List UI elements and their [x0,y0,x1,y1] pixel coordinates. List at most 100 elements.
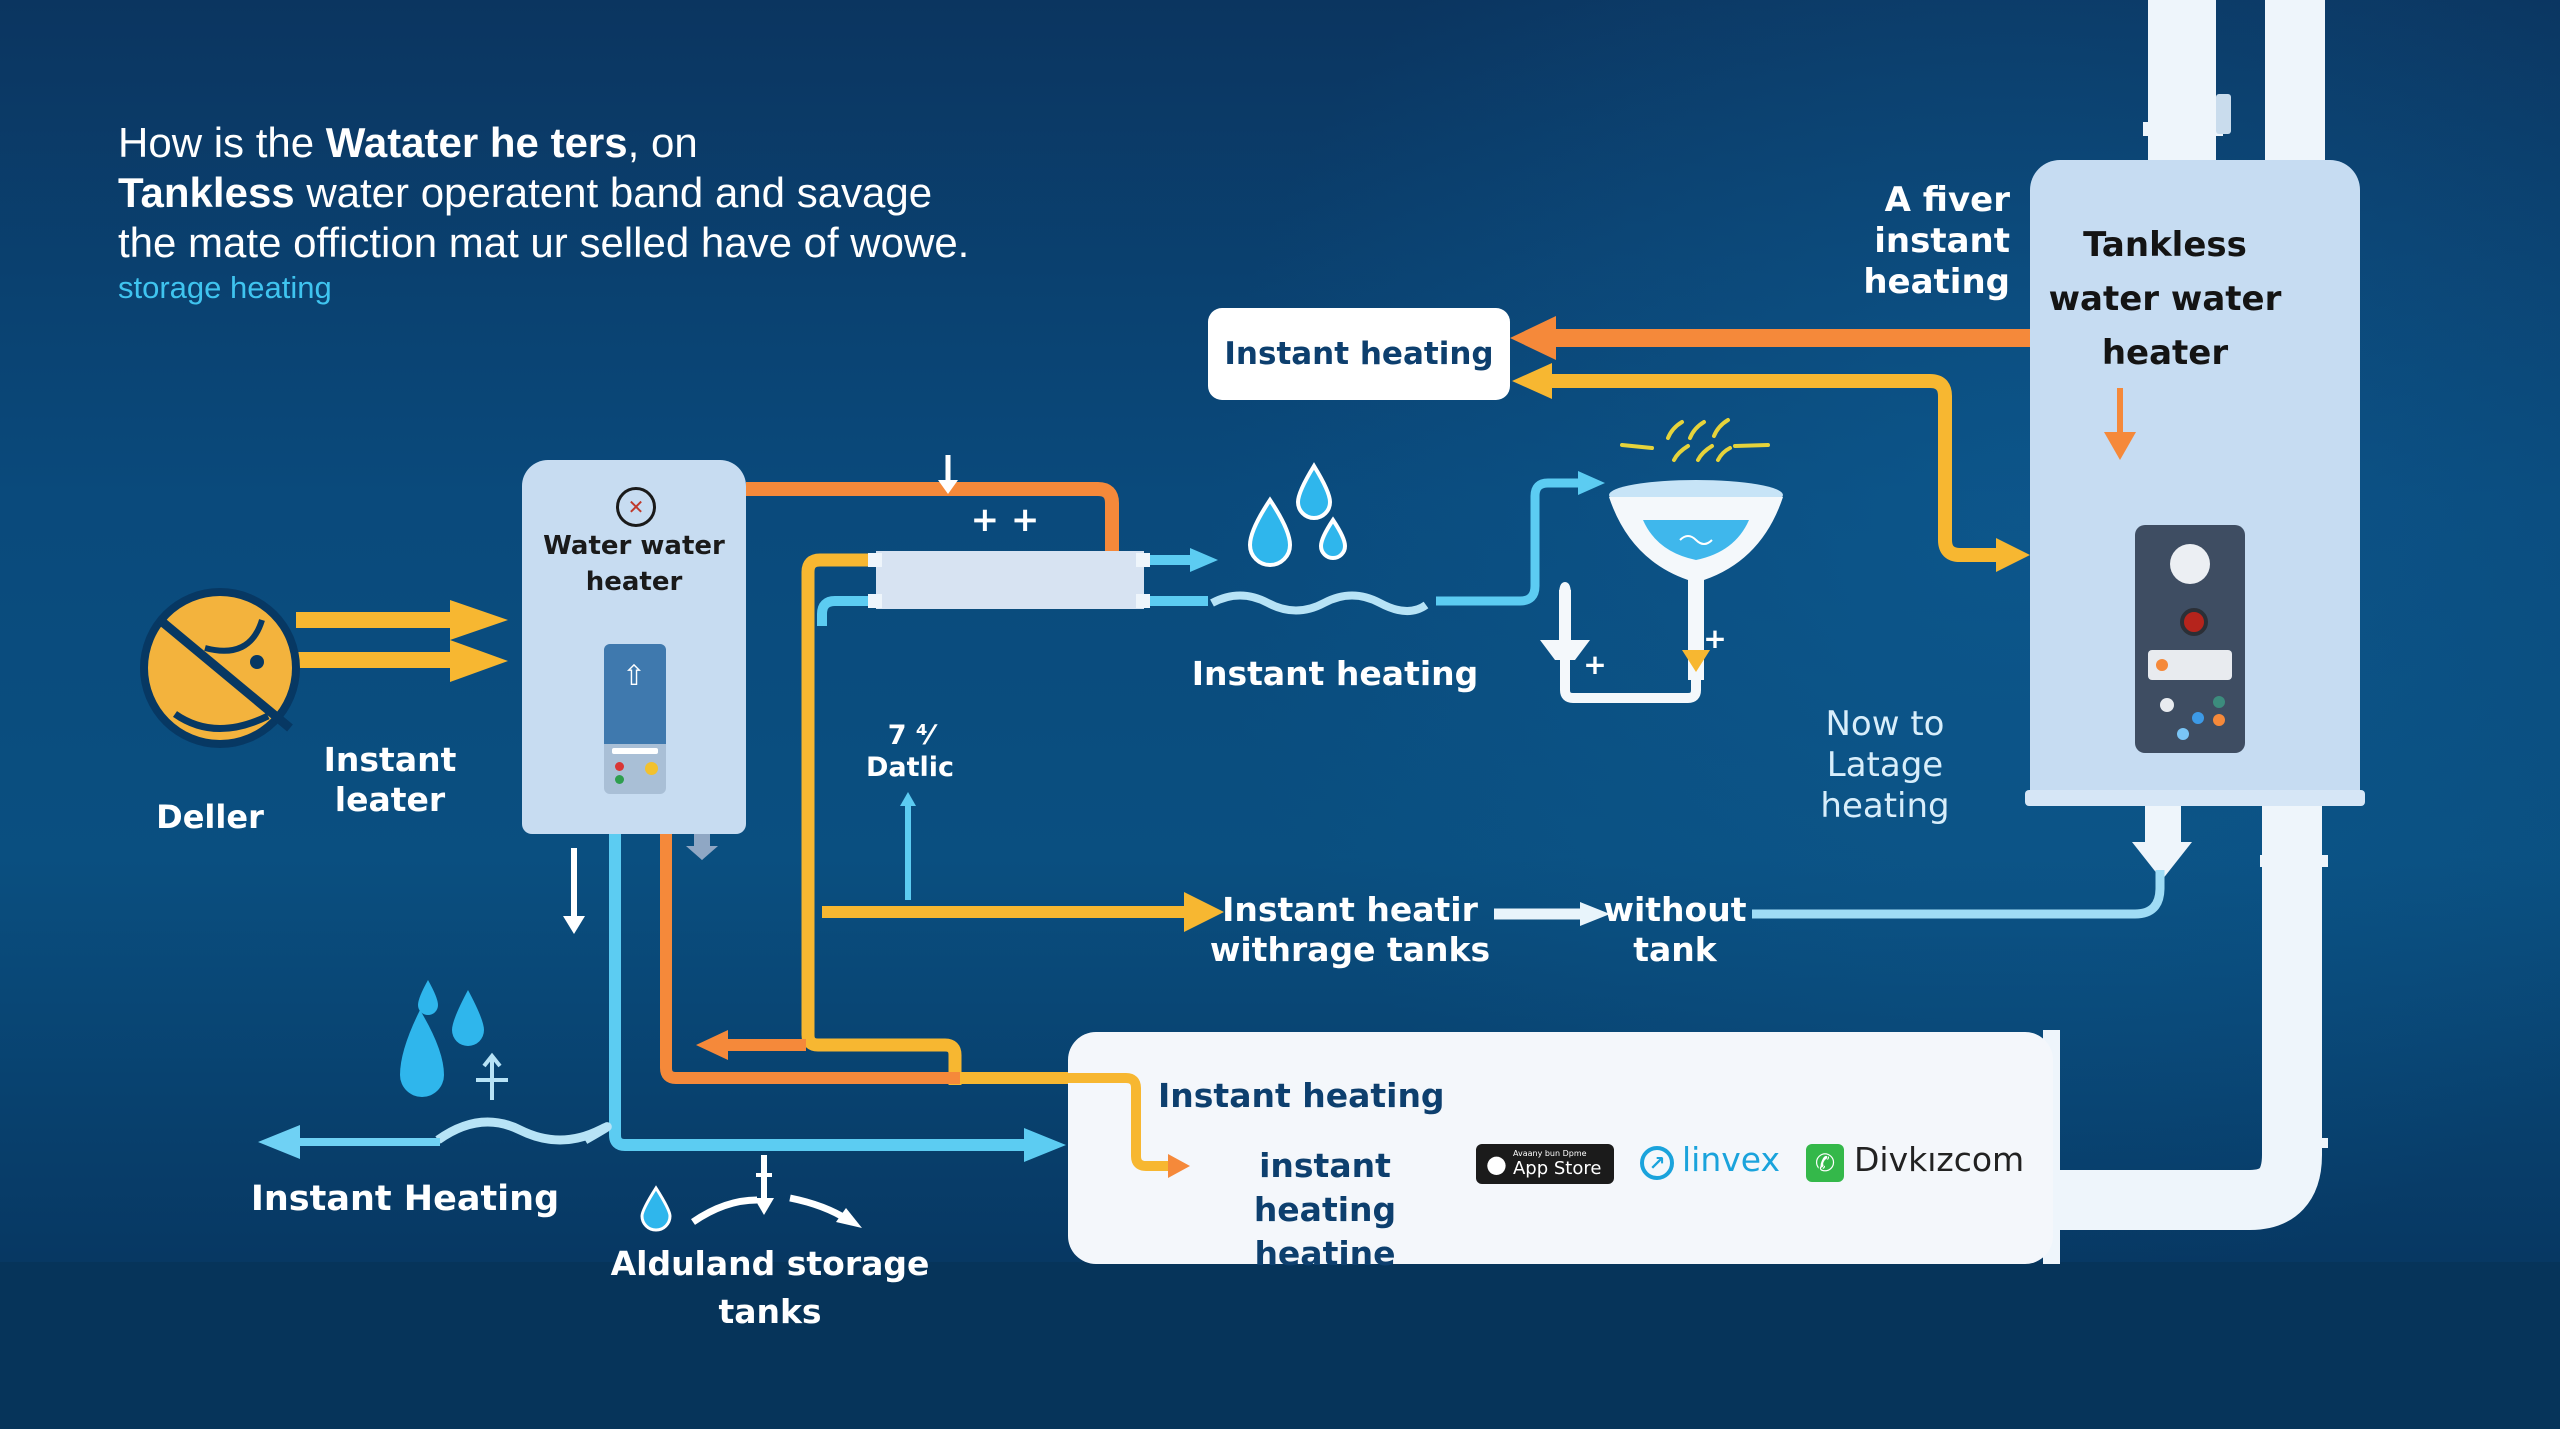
arrow-left-icon [696,1030,728,1060]
title-bold: Tankless [118,169,295,216]
button-orange[interactable] [2213,714,2225,726]
right-heater-label-line: heater [2101,333,2229,373]
label-line: tanks [718,1292,822,1331]
title-bold: Watater he ters [325,119,628,166]
instant-leater-label: Instant leater [300,740,480,819]
plus-signs: + + [970,500,1040,540]
deller-curve [204,619,265,654]
title-text: , on [627,119,698,166]
down-arrow-icon [754,1198,774,1215]
slider-thumb[interactable] [2156,659,2168,671]
outflow-stem [2145,805,2181,845]
plus-sign: + [1703,622,1727,655]
pipe-coupling [2262,1138,2328,1148]
deller-smile [172,711,270,732]
control-bar [612,748,658,754]
drop-icon [1318,516,1348,560]
label-line: heating [1863,261,2010,302]
label-line: Instant heatir [1222,890,1478,929]
without-tank-label: without tank [1600,890,1750,969]
button-teal[interactable] [2213,696,2225,708]
label-line: tank [1633,929,1717,969]
arrow-left-icon [258,1125,300,1159]
steam-icon [1620,418,1770,462]
up-arrow-icon: ⇧ [622,659,646,692]
cold-pipe [609,834,1030,1151]
up-arrow-icon [476,1052,508,1100]
exchanger-port [1136,553,1150,567]
arrow-right-icon [1190,548,1218,572]
arrow-right-icon [1184,892,1224,932]
title-line-3: the mate offiction mat ur selled have of… [118,219,970,266]
hot-pipe [660,834,960,1084]
instant-heating-box: Instant heating [1208,308,1510,400]
drop-icon [418,980,438,1015]
cold-pipe [817,596,868,626]
left-heater-label-line: Water water [543,531,725,561]
power-indicator [2180,608,2208,636]
arrow-left-icon [1512,363,1552,399]
down-arrow-icon [1682,650,1710,672]
split-arrow-icon [691,1196,758,1225]
right-heater-label: Tankless water water heater [2030,218,2300,380]
now-to-label: Now to Latage heating [1800,704,1970,826]
panel-text: instant heating heatine [1200,1144,1450,1276]
indicator-green [615,775,624,784]
button-blue[interactable] [2192,712,2204,724]
panel-flow-arrow [1068,1073,1190,1178]
supply-pipe [2148,0,2216,165]
down-arrow-icon [563,916,585,934]
button-lightblue[interactable] [2177,728,2189,740]
bottom-band [0,1262,2560,1429]
right-heater-label-line: water water [2048,279,2282,319]
indicator-yellow [645,762,658,775]
plus-sign: + [1583,648,1607,681]
arrow-right-icon [1578,471,1605,495]
pipe-coupling [2143,122,2223,136]
pipe-valve [2216,94,2231,134]
instant-heating-mid-label: Instant heating [1191,654,1479,693]
tap-icon [1559,590,1571,642]
subtitle: storage heating [118,270,332,305]
wave-icon [1210,591,1429,615]
hot-pipe [746,482,1119,555]
divkazcom-brand[interactable]: Divkızcom [1854,1140,2025,1179]
up-arrow-icon [900,792,916,806]
wave-icon [435,1117,612,1145]
title-line-2: Tankless water operatent band and savage [118,168,1068,218]
arrow-right-icon [1024,1128,1066,1162]
inflow-pipe [296,612,461,628]
drop-icon [1295,462,1333,520]
drain-pipe [2060,800,2322,1230]
control-display [604,644,666,744]
label-line: A fiver instant [1874,180,2010,261]
title-text: water operatent band and savage [294,169,933,216]
warm-pipe [801,553,962,1085]
label-line: Latage [1826,744,1944,785]
linvex-logo-icon: ↗ [1640,1146,1674,1180]
down-arrow-icon [2104,388,2136,460]
a-fiver-label: A fiver instant heating [1740,180,2010,302]
arrow-right-icon [1580,902,1610,926]
app-store-badge[interactable]: ● Avaany bun Dpme App Store [1476,1144,1614,1184]
title-line-1: How is the Watater he ters, on [118,118,1068,168]
label-line: 7 ⁴⁄ [887,720,933,751]
datlic-label: 7 ⁴⁄ Datlic [850,720,970,785]
supply-pipe [2265,0,2325,165]
exchanger-port [868,594,882,608]
button-white[interactable] [2160,698,2174,712]
exchanger-port [868,553,882,567]
left-heater-label: Water water heater [522,528,746,600]
dial-knob[interactable] [2170,544,2210,584]
panel-text-line: heatine [1254,1234,1396,1273]
right-heater-label-line: Tankless [2083,225,2247,265]
tap-head [1559,582,1571,595]
deller-label: Deller [156,798,264,836]
drop-icon [400,1010,444,1097]
linvex-brand[interactable]: linvex [1682,1140,1781,1179]
gray-arrow-icon [686,834,718,860]
warm-pipe [1550,374,2000,562]
water-ripple-icon [1679,535,1713,545]
exchanger-port [1136,594,1150,608]
drain-loop-pipe [1560,650,1701,703]
